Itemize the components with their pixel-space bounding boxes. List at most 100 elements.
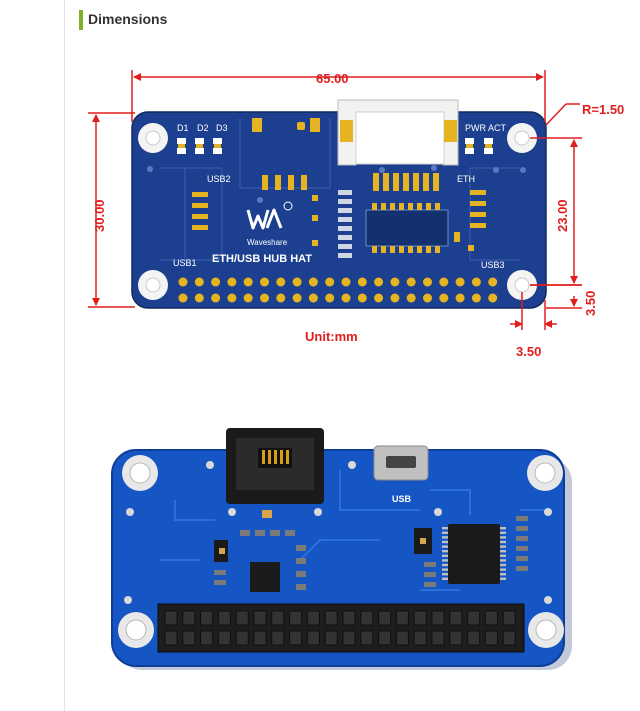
gpio-pad bbox=[178, 277, 188, 287]
gpio-pin bbox=[342, 610, 356, 626]
chip-pin bbox=[442, 531, 448, 534]
chip-pin bbox=[442, 563, 448, 567]
section-title: Dimensions bbox=[88, 11, 168, 27]
board-top-view: D1 D2 D3 PWR ACT USB2 USB1 USB3 ETH Wave… bbox=[131, 99, 547, 309]
gpio-pad bbox=[227, 293, 237, 303]
gpio-pad bbox=[488, 293, 498, 303]
gpio-pad bbox=[260, 277, 269, 287]
chip-pin bbox=[442, 568, 448, 571]
content-frame bbox=[64, 0, 640, 711]
gpio-pin bbox=[253, 610, 267, 626]
chip-pin bbox=[442, 527, 448, 530]
chip-pin bbox=[442, 536, 448, 539]
gpio-pad bbox=[341, 293, 351, 303]
gpio-pin bbox=[182, 630, 196, 646]
gpio-pad bbox=[471, 293, 481, 303]
gpio-pin bbox=[253, 630, 267, 646]
gpio-pad bbox=[390, 277, 400, 287]
gpio-pin bbox=[449, 610, 463, 626]
gpio-pin bbox=[182, 610, 196, 626]
ic-chip bbox=[442, 524, 506, 584]
gpio-pin bbox=[395, 630, 409, 646]
gpio-pad bbox=[292, 293, 302, 303]
chip-pin bbox=[500, 540, 506, 544]
gpio-pin bbox=[271, 630, 285, 646]
gpio-pad bbox=[227, 277, 237, 287]
gpio-pin bbox=[449, 630, 463, 646]
unit-label: Unit:mm bbox=[305, 329, 358, 344]
chip-pin bbox=[442, 545, 448, 548]
gpio-pin bbox=[271, 610, 285, 626]
gpio-pin bbox=[360, 610, 374, 626]
chip-pin bbox=[500, 559, 506, 562]
gpio-pin bbox=[467, 610, 481, 626]
gpio-pad bbox=[325, 293, 335, 303]
gpio-pin bbox=[235, 610, 249, 626]
gpio-pin bbox=[413, 610, 427, 626]
gpio-pin bbox=[164, 610, 178, 626]
gpio-header-pins bbox=[164, 610, 516, 646]
micro-usb-port-icon bbox=[373, 445, 429, 481]
gpio-pad bbox=[308, 277, 318, 287]
gpio-pad bbox=[243, 293, 253, 303]
chip-pin bbox=[500, 568, 506, 571]
gpio-pad bbox=[423, 277, 432, 287]
ic-chip bbox=[250, 562, 280, 592]
label-eth: ETH bbox=[457, 174, 475, 184]
mounting-hole bbox=[138, 123, 168, 153]
chip-pin bbox=[500, 550, 506, 553]
mounting-hole bbox=[122, 455, 158, 491]
label-d1: D1 bbox=[177, 123, 189, 133]
label-usb1: USB1 bbox=[173, 258, 197, 268]
mounting-hole bbox=[527, 455, 563, 491]
gpio-pin bbox=[484, 610, 498, 626]
gpio-pin bbox=[395, 610, 409, 626]
gpio-pad bbox=[374, 293, 384, 303]
gpio-pin bbox=[378, 630, 392, 646]
dim-hole-spacing-label: 23.00 bbox=[555, 199, 570, 232]
gpio-pad bbox=[292, 277, 302, 287]
mounting-hole bbox=[528, 612, 564, 648]
dimension-lines bbox=[88, 70, 582, 330]
gpio-pin bbox=[502, 610, 516, 626]
gpio-pad bbox=[211, 277, 221, 287]
gpio-pin bbox=[342, 630, 356, 646]
board-photo: USB bbox=[111, 428, 572, 670]
label-d3: D3 bbox=[216, 123, 228, 133]
gpio-pin bbox=[306, 610, 320, 626]
gpio-pin bbox=[467, 630, 481, 646]
gpio-pin bbox=[200, 630, 214, 646]
dim-height-label: 30.00 bbox=[92, 199, 107, 232]
label-product: ETH/USB HUB HAT bbox=[212, 253, 312, 265]
gpio-pad bbox=[276, 293, 286, 303]
label-d2: D2 bbox=[197, 123, 209, 133]
gpio-pad bbox=[194, 293, 204, 303]
label-usb3: USB3 bbox=[481, 260, 505, 270]
gpio-pad bbox=[455, 293, 465, 303]
gpio-pad bbox=[211, 293, 221, 303]
gpio-pad bbox=[390, 293, 400, 303]
gpio-pin bbox=[378, 610, 392, 626]
chip-pin bbox=[442, 554, 448, 557]
mounting-hole bbox=[507, 123, 537, 153]
gpio-pin bbox=[484, 630, 498, 646]
gpio-pad bbox=[374, 277, 384, 287]
gpio-pin bbox=[360, 630, 374, 646]
gpio-pin bbox=[413, 630, 427, 646]
chip-pin bbox=[442, 577, 448, 580]
gpio-pad bbox=[471, 277, 481, 287]
dim-radius-label: R=1.50 bbox=[582, 102, 624, 117]
chip-pin bbox=[500, 531, 506, 534]
dim-offset-x-label: 3.50 bbox=[516, 344, 541, 359]
ethernet-port-icon bbox=[226, 428, 324, 504]
gpio-pad bbox=[341, 277, 351, 287]
chip-pin bbox=[500, 527, 506, 530]
dim-offset-y-label: 3.50 bbox=[583, 291, 598, 316]
gpio-pin bbox=[289, 630, 303, 646]
gpio-pad bbox=[357, 277, 367, 287]
gpio-pin bbox=[235, 630, 249, 646]
gpio-pin bbox=[200, 610, 214, 626]
gpio-pad bbox=[260, 293, 269, 303]
gpio-pad bbox=[194, 277, 204, 287]
